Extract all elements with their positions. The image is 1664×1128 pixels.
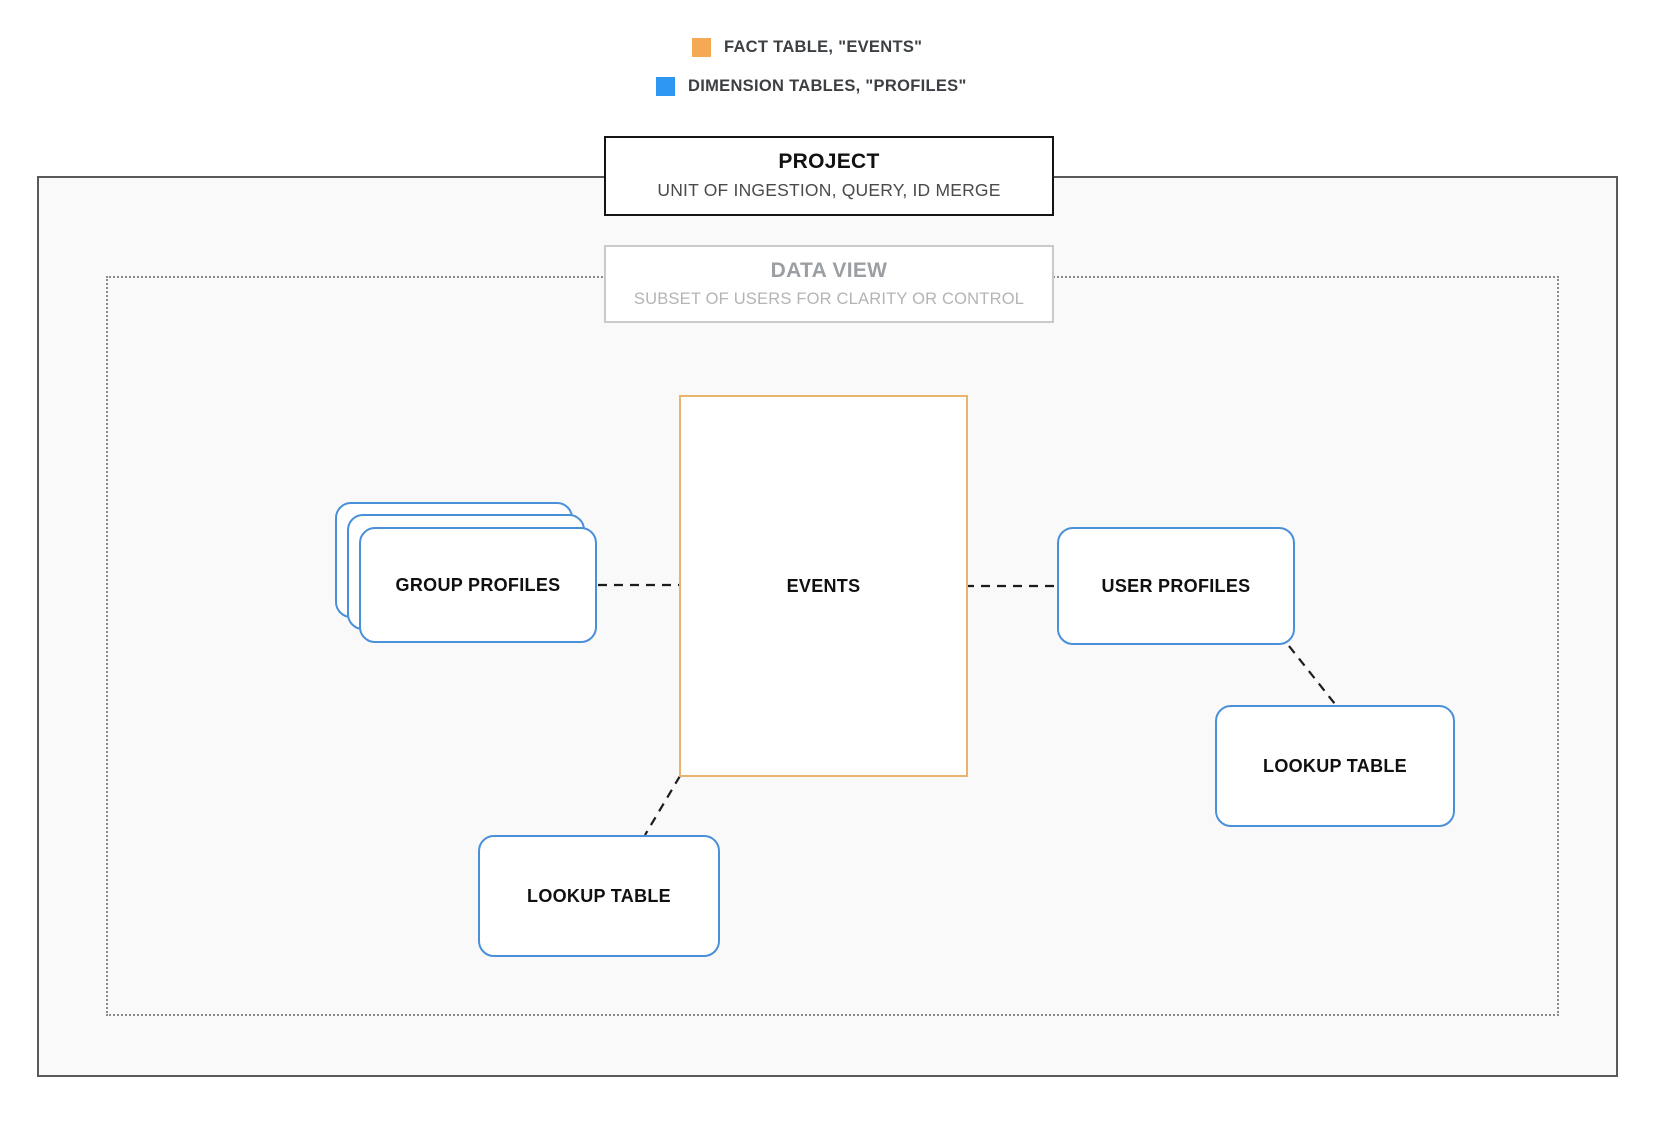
node-lookup-table-right-label: LOOKUP TABLE [1263,755,1407,776]
node-group-profiles: GROUP PROFILES [359,527,597,643]
project-header-box: PROJECT UNIT OF INGESTION, QUERY, ID MER… [604,136,1054,216]
node-lookup-table-bottom: LOOKUP TABLE [478,835,720,957]
node-group-profiles-label: GROUP PROFILES [395,574,561,595]
node-lookup-table-right: LOOKUP TABLE [1215,705,1455,827]
project-subtitle: UNIT OF INGESTION, QUERY, ID MERGE [657,180,1001,200]
legend-label-dimension-tables: DIMENSION TABLES, "PROFILES" [688,76,967,95]
legend-item-fact-table: FACT TABLE, "EVENTS" [692,36,922,58]
fact-table-swatch-icon [692,37,711,57]
node-user-profiles: USER PROFILES [1057,527,1295,645]
legend-label-fact-table: FACT TABLE, "EVENTS" [724,37,923,56]
node-events: EVENTS [679,395,968,777]
data-view-subtitle: SUBSET OF USERS FOR CLARITY OR CONTROL [633,290,1025,308]
project-title: PROJECT [778,150,880,173]
dimension-tables-swatch-icon [656,76,675,96]
node-lookup-table-bottom-label: LOOKUP TABLE [527,885,671,906]
legend-item-dimension-tables: DIMENSION TABLES, "PROFILES" [656,75,967,97]
node-events-label: EVENTS [786,575,861,596]
data-view-title: DATA VIEW [770,259,888,282]
node-user-profiles-label: USER PROFILES [1101,575,1251,596]
data-view-header-box: DATA VIEW SUBSET OF USERS FOR CLARITY OR… [604,245,1054,323]
